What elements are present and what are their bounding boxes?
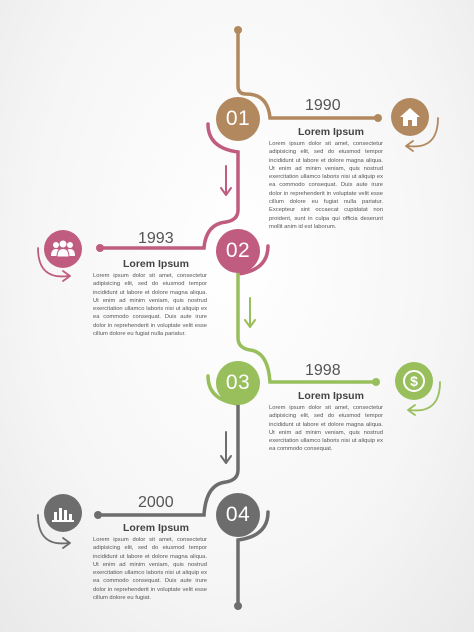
- milestone-icon-03: $: [395, 362, 433, 400]
- timeline-line-02a: [98, 122, 240, 250]
- milestone-number-04: 04: [216, 493, 260, 537]
- milestone-number-03: 03: [216, 361, 260, 405]
- milestone-year-04: 2000: [138, 494, 174, 511]
- timeline-end-dot: [234, 602, 242, 610]
- timeline-line-01: [236, 28, 380, 120]
- milestone-year-01: 1990: [305, 97, 341, 114]
- timeline-end-dot-01: [374, 114, 382, 122]
- timeline-line-04b: [236, 510, 270, 608]
- milestone-heading-04: Lorem Ipsum: [123, 522, 189, 534]
- milestone-year-03: 1998: [305, 362, 341, 379]
- people-icon: [51, 240, 75, 258]
- arrow-down-icon: [220, 165, 232, 196]
- milestone-text-03: Lorem ipsum dolor sit amet, consectetur …: [269, 405, 383, 453]
- arrow-down-icon: [220, 431, 232, 464]
- timeline-line-03a: [236, 272, 378, 384]
- milestone-year-02: 1993: [138, 230, 174, 247]
- milestone-text-04: Lorem ipsum dolor sit amet, consectetur …: [93, 537, 207, 602]
- milestone-icon-04: [44, 494, 82, 532]
- dollar-icon: $: [403, 370, 425, 392]
- timeline-end-dot-02: [96, 244, 104, 252]
- timeline-end-dot-03: [372, 378, 380, 386]
- timeline-line-02b: [236, 244, 270, 276]
- curved-arrow-icon: [405, 117, 439, 152]
- timeline-line-04a: [96, 402, 240, 517]
- milestone-heading-01: Lorem Ipsum: [298, 126, 364, 138]
- milestone-icon-01: [391, 98, 429, 136]
- milestone-number-01: 01: [216, 97, 260, 141]
- svg-text:$: $: [410, 373, 418, 389]
- milestone-heading-03: Lorem Ipsum: [298, 390, 364, 402]
- curved-arrow-icon: [37, 247, 71, 282]
- timeline-start-dot: [234, 26, 242, 34]
- timeline-end-dot-04: [94, 511, 102, 519]
- milestone-text-02: Lorem ipsum dolor sit amet, consectetur …: [93, 273, 207, 338]
- arrow-down-icon: [244, 297, 256, 328]
- bar-chart-icon: [52, 508, 74, 522]
- curved-arrow-icon: [407, 381, 441, 416]
- milestone-text-01: Lorem ipsum dolor sit amet, consectetur …: [269, 141, 383, 230]
- milestone-number-02: 02: [216, 229, 260, 273]
- home-icon: [400, 108, 420, 126]
- milestone-icon-02: [44, 230, 82, 268]
- curved-arrow-icon: [37, 514, 71, 549]
- milestone-heading-02: Lorem Ipsum: [123, 258, 189, 270]
